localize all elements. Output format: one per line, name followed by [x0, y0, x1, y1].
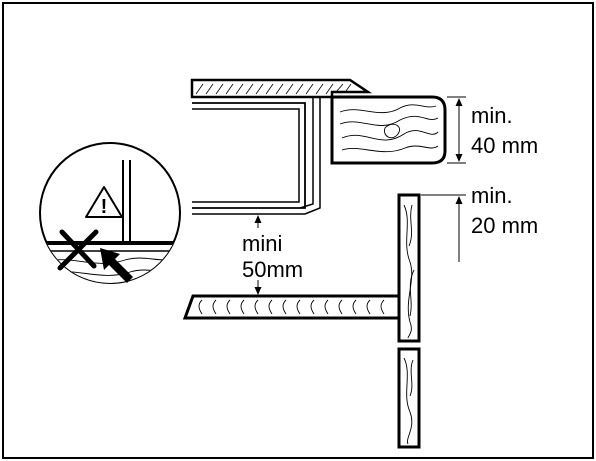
dimension-bottom-clearance: mini 50mm — [242, 215, 303, 295]
hob-body — [192, 97, 321, 215]
top-clearance-label-line1: min. — [471, 103, 513, 128]
warning-triangle-icon: ! — [85, 186, 123, 218]
side-clearance-label-line1: min. — [471, 183, 513, 208]
top-clearance-label-line2: 40 mm — [471, 133, 538, 158]
bottom-clearance-label-line2: 50mm — [242, 257, 303, 282]
warning-symbol: ! — [101, 196, 108, 218]
bottom-clearance-label-line1: mini — [242, 231, 282, 256]
cross-mark-icon — [57, 229, 99, 271]
wooden-frame-block — [330, 95, 447, 165]
arrow-down-icon — [455, 154, 463, 162]
side-clearance-label-line2: 20 mm — [471, 213, 538, 238]
worktop — [190, 78, 373, 99]
arrow-up-icon — [254, 215, 262, 223]
dimension-side-clearance: min. 20 mm — [421, 183, 538, 262]
side-panel — [397, 193, 421, 449]
arrow-down-icon — [254, 287, 262, 295]
arrow-up-icon — [455, 98, 463, 106]
shelf — [182, 294, 401, 320]
dimension-top-clearance: min. 40 mm — [447, 96, 538, 164]
arrow-up-icon — [455, 196, 463, 204]
arrow-pointer-icon — [100, 248, 133, 283]
